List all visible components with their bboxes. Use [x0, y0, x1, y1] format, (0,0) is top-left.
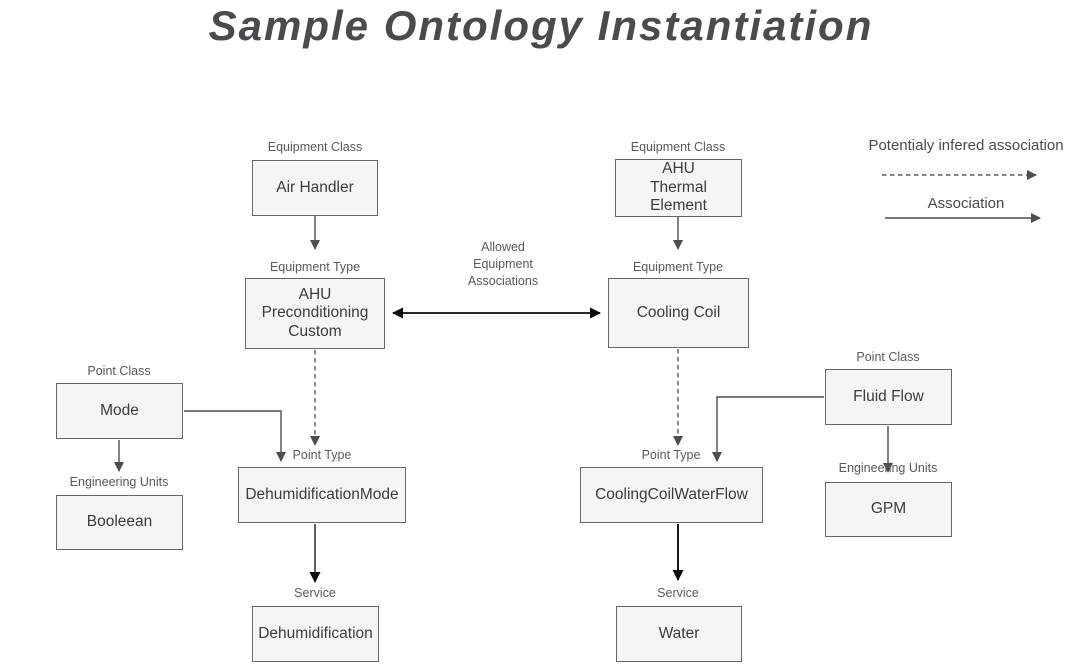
node-dehumidification-mode-label: DehumidificationMode — [245, 485, 399, 503]
node-fluid-flow: Fluid Flow — [825, 369, 952, 425]
node-mode-label: Mode — [100, 401, 139, 419]
node-gpm-label: GPM — [870, 500, 907, 518]
node-ahu-thermal-element-label: AHU Thermal Element — [650, 160, 707, 215]
category-label-point-class-right: Point Class — [856, 350, 920, 364]
category-label-equipment-class-right: Equipment Class — [630, 140, 726, 154]
node-cooling-coil-water-flow: CoolingCoilWaterFlow — [580, 467, 763, 523]
category-label-equipment-type-left: Equipment Type — [269, 260, 361, 274]
node-ahu-preconditioning-custom: AHU Preconditioning Custom — [245, 278, 385, 349]
node-fluid-flow-label: Fluid Flow — [853, 387, 924, 405]
category-label-point-class-left: Point Class — [87, 364, 151, 378]
category-label-engineering-units-left: Engineering Units — [69, 475, 169, 489]
edge-fluidflow-to-coolingcoilwaterflow — [712, 396, 824, 462]
node-cooling-coil-label: Cooling Coil — [636, 303, 721, 321]
edge-mode-to-dehumidificationmode — [184, 410, 286, 462]
category-label-equipment-type-right: Equipment Type — [632, 260, 724, 274]
node-ahu-preconditioning-custom-label: AHU Preconditioning Custom — [261, 285, 369, 340]
node-water-label: Water — [658, 624, 700, 642]
node-dehumidification: Dehumidification — [252, 606, 379, 662]
node-dehumidification-label: Dehumidification — [258, 624, 373, 642]
node-air-handler: Air Handler — [252, 160, 378, 216]
page-title: Sample Ontology Instantiation — [208, 2, 874, 49]
node-cooling-coil-water-flow-label: CoolingCoilWaterFlow — [595, 485, 748, 503]
node-booleean: Booleean — [56, 495, 183, 550]
category-label-point-type-right: Point Type — [641, 448, 701, 462]
node-dehumidification-mode: DehumidificationMode — [238, 467, 406, 523]
node-air-handler-label: Air Handler — [276, 178, 354, 196]
edge-label-allowed-equipment-associations: Allowed Equipment Associations — [467, 240, 539, 288]
node-cooling-coil: Cooling Coil — [608, 278, 749, 348]
category-label-service-right: Service — [657, 586, 699, 600]
category-label-point-type-left: Point Type — [292, 448, 352, 462]
node-gpm: GPM — [825, 482, 952, 537]
category-label-service-left: Service — [294, 586, 336, 600]
category-label-equipment-class-left: Equipment Class — [267, 140, 363, 154]
node-booleean-label: Booleean — [86, 513, 153, 531]
legend-dashed-label: Potentialy infered association — [868, 137, 1064, 154]
node-water: Water — [616, 606, 742, 662]
legend-solid-label: Association — [927, 195, 1005, 212]
category-label-engineering-units-right: Engineering Units — [838, 461, 938, 475]
node-ahu-thermal-element: AHU Thermal Element — [615, 159, 742, 217]
node-mode: Mode — [56, 383, 183, 439]
